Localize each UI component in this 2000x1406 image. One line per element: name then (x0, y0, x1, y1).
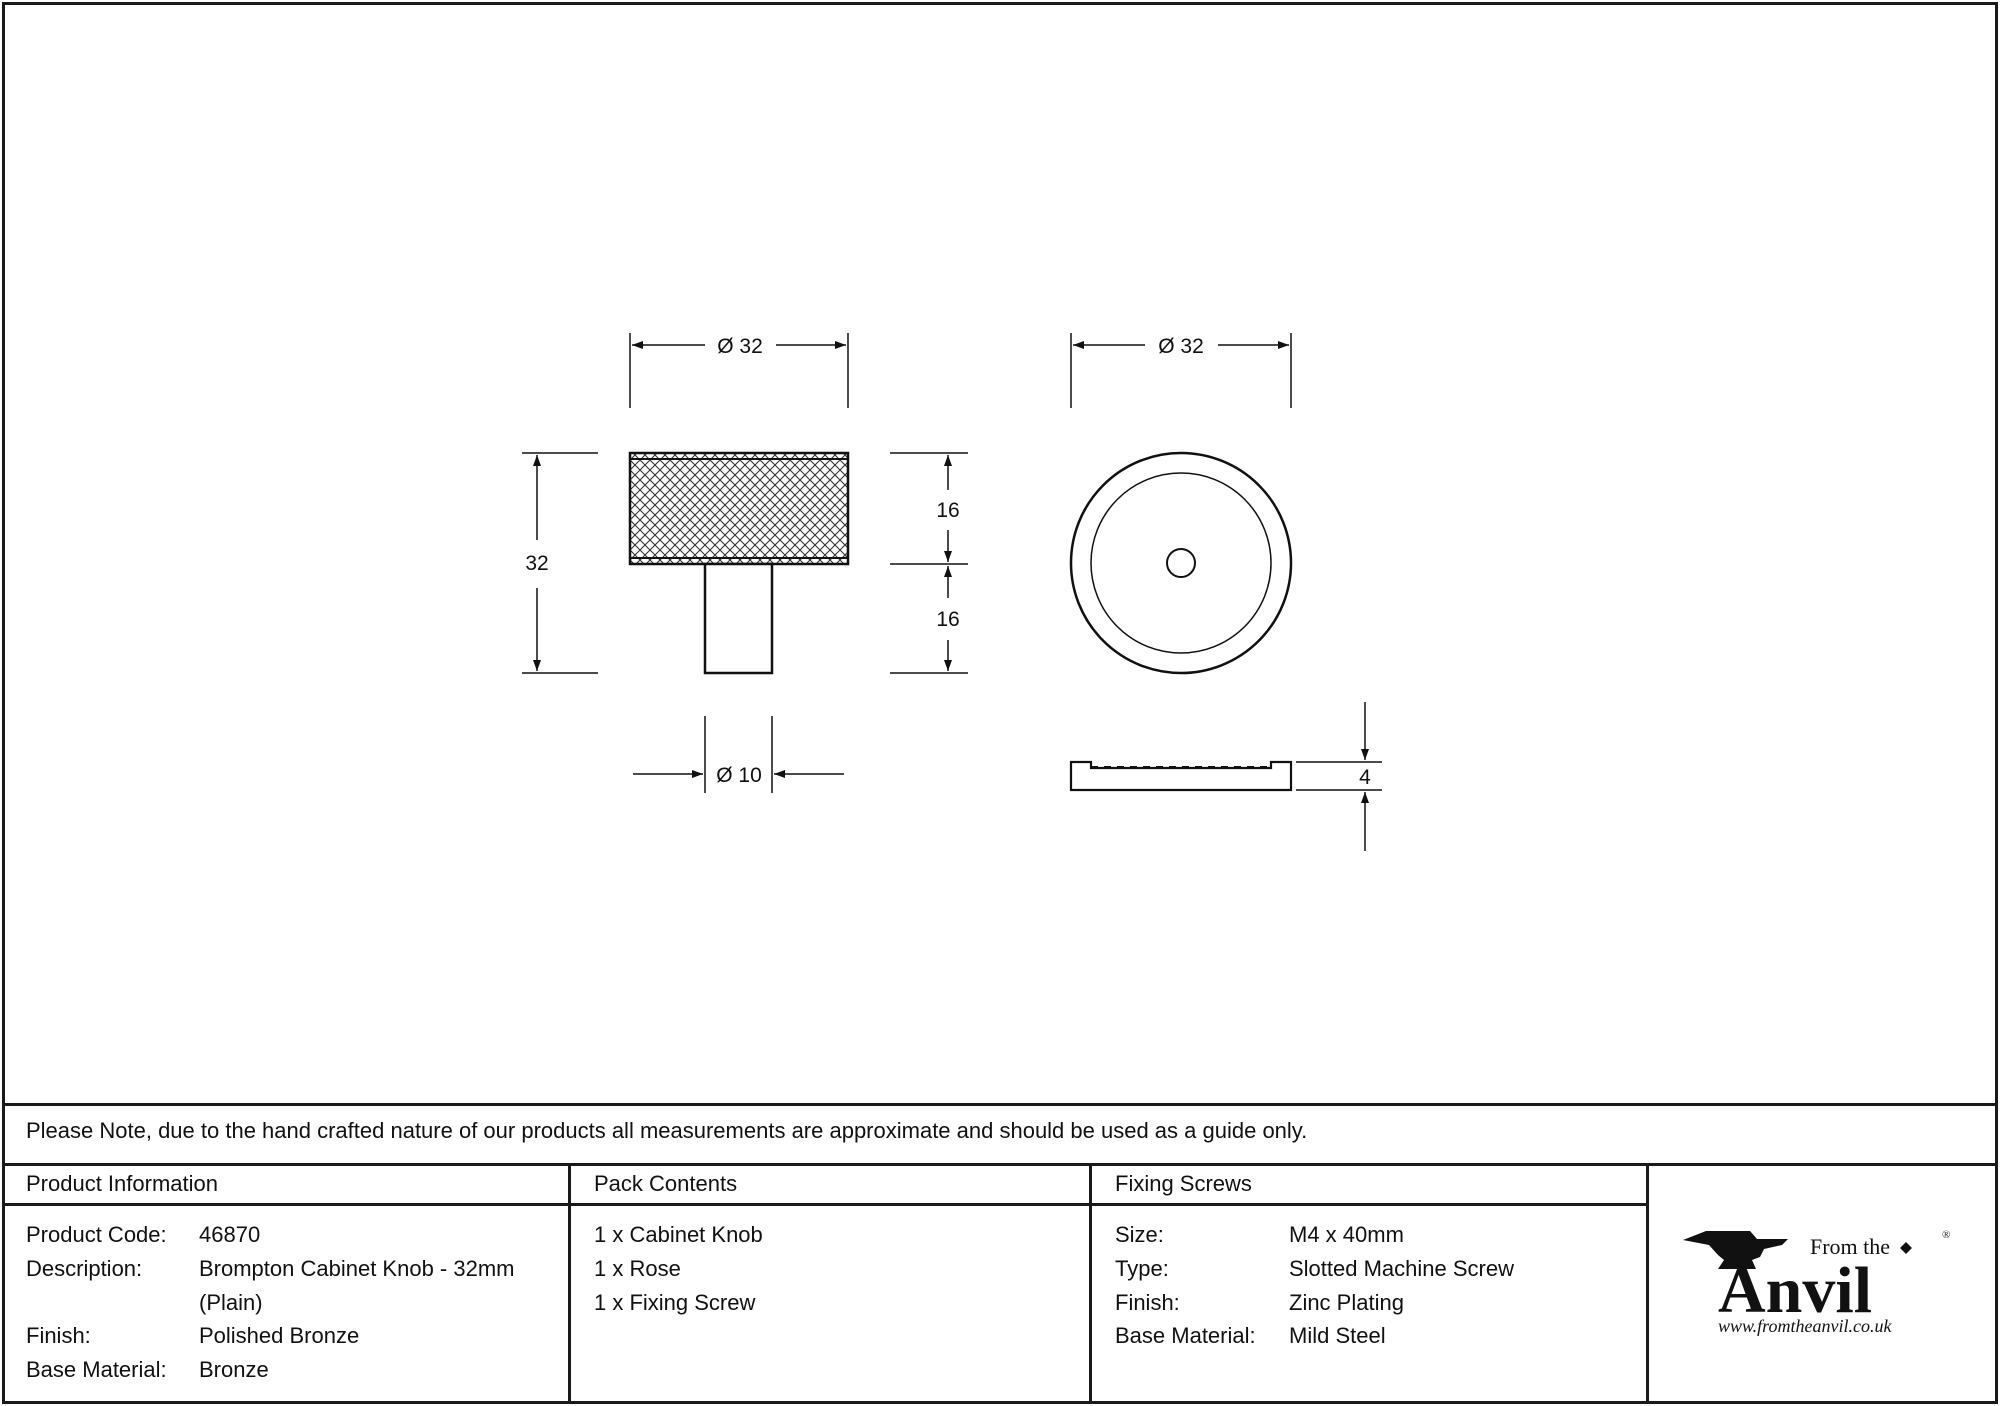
logo-anvil: Anvil (1718, 1254, 1872, 1327)
dim-lower-16: 16 (936, 608, 959, 631)
knob-stem (703, 562, 774, 675)
dim-rose-dia: Ø 32 (1158, 335, 1204, 358)
pack-item: 1 x Cabinet Knob (594, 1222, 763, 1247)
from-the-anvil-logo: From the ® Anvil www.fromtheanvil.co.uk (1683, 1229, 1950, 1336)
screw-type-value: Slotted Machine Screw (1289, 1256, 1514, 1281)
stem-diameter-dimension: Ø 10 (633, 716, 844, 793)
dim-knob-height: 32 (525, 552, 548, 575)
fixing-screws-header: Fixing Screws (1115, 1171, 1252, 1196)
product-info-header: Product Information (26, 1171, 218, 1196)
rose-screw-hole (1166, 548, 1196, 578)
drawing-canvas: Ø 32 32 16 16 Ø 10 (522, 333, 1382, 851)
screw-finish-value: Zinc Plating (1289, 1290, 1404, 1315)
rose-front-view (1069, 451, 1293, 675)
pack-item: 1 x Fixing Screw (594, 1290, 756, 1315)
rose-side-view (1069, 760, 1293, 792)
knob-height-dimension: 32 (522, 452, 598, 674)
description-value-cont: (Plain) (199, 1290, 263, 1315)
pack-contents-header: Pack Contents (594, 1171, 738, 1196)
knob-diameter-dimension: Ø 32 (629, 333, 849, 408)
screw-material-label: Base Material: (1115, 1323, 1256, 1348)
anvil-icon (1683, 1231, 1788, 1269)
screw-size-label: Size: (1115, 1222, 1164, 1247)
base-material-value: Bronze (199, 1357, 269, 1382)
logo-url: www.fromtheanvil.co.uk (1718, 1316, 1892, 1336)
screw-type-label: Type: (1115, 1256, 1169, 1281)
logo-cell-top (1646, 1163, 1998, 1166)
base-material-label: Base Material: (26, 1357, 167, 1382)
knob-head (628, 451, 850, 566)
note-divider (2, 1163, 1649, 1166)
rose-inner-circle (1090, 472, 1272, 654)
screw-material-value: Mild Steel (1289, 1323, 1386, 1348)
pack-item: 1 x Rose (594, 1256, 681, 1281)
product-code-label: Product Code: (26, 1222, 167, 1247)
logo-registered: ® (1942, 1229, 1950, 1241)
rose-diameter-dimension: Ø 32 (1070, 333, 1292, 408)
finish-label: Finish: (26, 1323, 91, 1348)
description-label: Description: (26, 1256, 143, 1281)
diamond-icon (1900, 1242, 1912, 1254)
screw-size-value: M4 x 40mm (1289, 1222, 1404, 1247)
measurement-note: Please Note, due to the hand crafted nat… (26, 1118, 1308, 1143)
header-divider (2, 1203, 1649, 1206)
dim-stem-dia: Ø 10 (716, 764, 762, 787)
finish-value: Polished Bronze (199, 1323, 360, 1348)
screw-finish-label: Finish: (1115, 1290, 1180, 1315)
logo-from-the: From the (1810, 1234, 1890, 1259)
col-divider-1 (568, 1163, 571, 1404)
dim-knob-dia: Ø 32 (717, 335, 763, 358)
knob-section-dimensions: 16 16 (890, 452, 968, 674)
knob-side-view (628, 451, 850, 675)
col-divider-3 (1646, 1163, 1649, 1404)
table-top-border (2, 1103, 1998, 1106)
dim-rose-thickness: 4 (1359, 766, 1371, 789)
product-code-value: 46870 (199, 1222, 261, 1247)
description-value: Brompton Cabinet Knob - 32mm (199, 1256, 515, 1281)
col-divider-2 (1089, 1163, 1092, 1404)
rose-thickness-dimension: 4 (1296, 702, 1382, 851)
dim-upper-16: 16 (936, 499, 959, 522)
